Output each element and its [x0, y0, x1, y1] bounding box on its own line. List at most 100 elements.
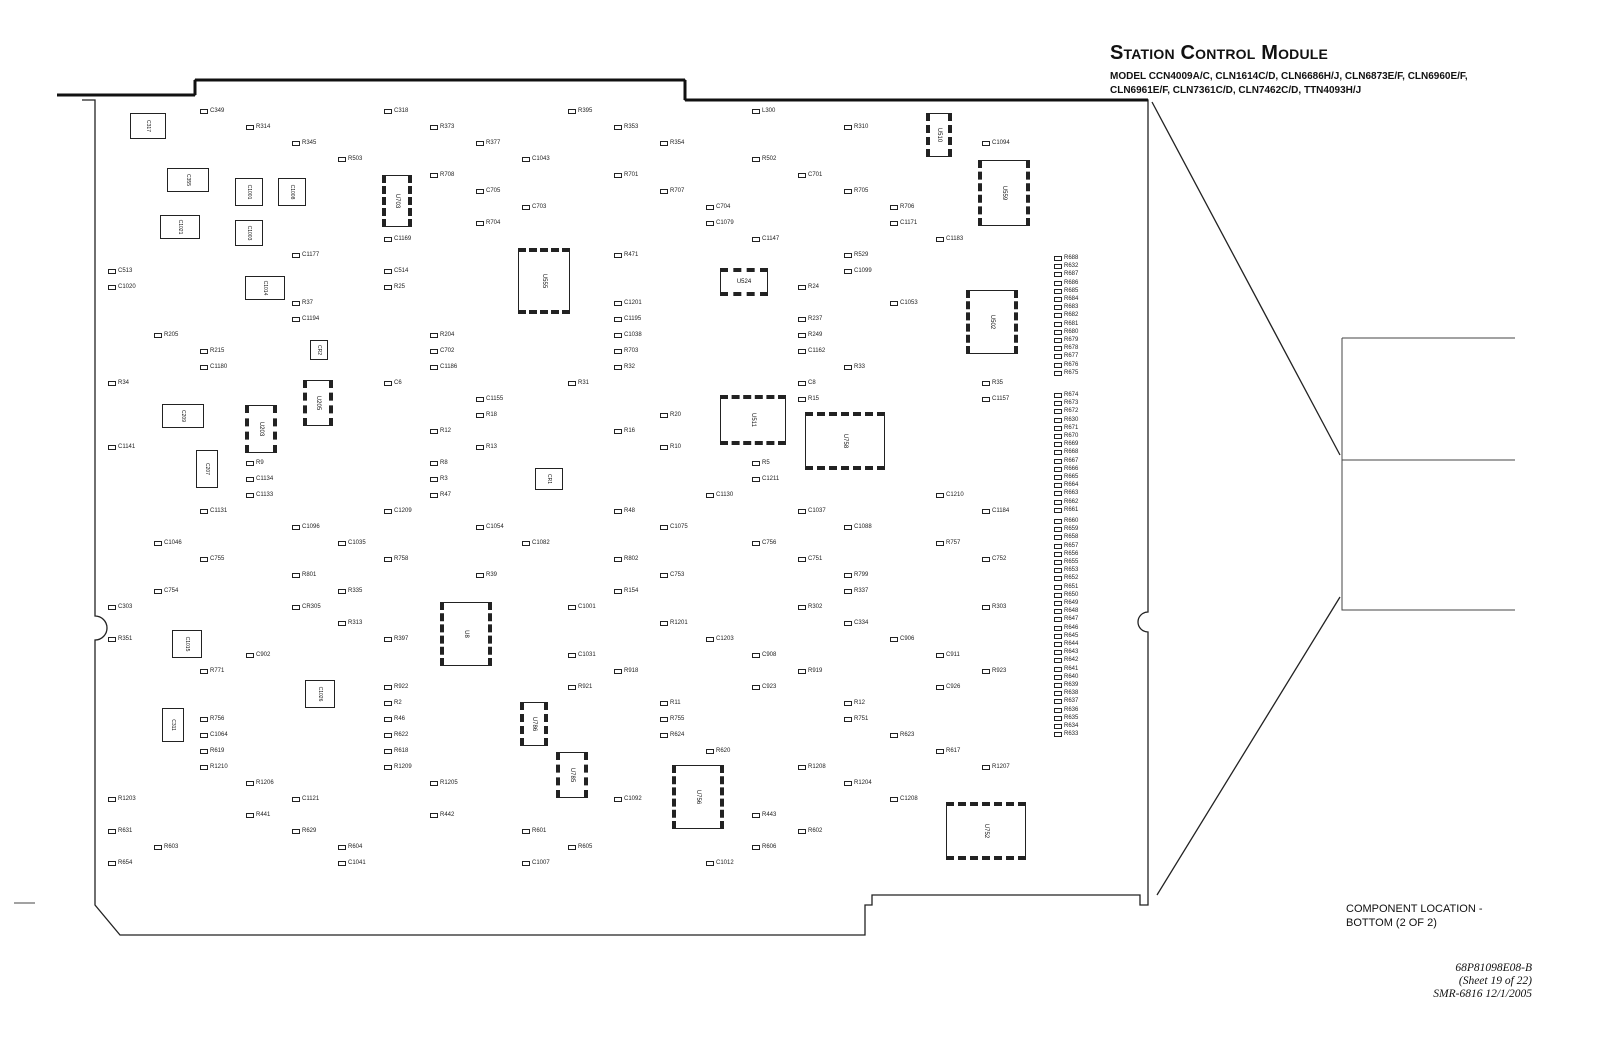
- component-pad: [844, 525, 852, 530]
- component-pad: [798, 397, 806, 402]
- component-pad: [844, 365, 852, 370]
- resistor-pad: [1054, 338, 1062, 343]
- component-label: R34: [118, 380, 130, 386]
- resistor-pad: [1054, 732, 1062, 738]
- resistor-label: R666: [1064, 465, 1079, 472]
- component-pad: [292, 141, 300, 146]
- component-pad: [200, 109, 208, 114]
- ic-u511: U511: [720, 395, 786, 445]
- resistor-label: R678: [1064, 345, 1079, 352]
- resistor-label: R651: [1064, 583, 1079, 590]
- component-label: R1207: [992, 764, 1010, 770]
- resistor-pad: [1054, 417, 1062, 423]
- component-pad: [660, 189, 668, 194]
- resistor-pad: [1054, 601, 1062, 606]
- resistor-pad: [1054, 401, 1062, 407]
- component-label: R619: [210, 748, 225, 754]
- component-pad: [200, 669, 208, 674]
- resistor-pad: [1054, 483, 1062, 489]
- component-pad: [384, 717, 392, 722]
- component-label: C1082: [532, 540, 550, 546]
- component-pad: [338, 861, 346, 866]
- component-pad: [246, 653, 254, 658]
- resistor-pad: [1054, 280, 1062, 286]
- component-pad: [430, 781, 438, 786]
- component-label: R1210: [210, 764, 228, 770]
- resistor-label: R672: [1064, 408, 1079, 415]
- component-pad: [844, 573, 852, 578]
- component-pad: [430, 477, 438, 482]
- component-pad: [200, 749, 208, 754]
- component-pad: [430, 813, 438, 818]
- resistor-label: R658: [1064, 534, 1079, 541]
- resistor-pad: [1054, 543, 1062, 549]
- component-pad: [154, 333, 162, 338]
- component-pad: [752, 845, 760, 850]
- component-pad: [384, 701, 392, 706]
- resistor-label: R653: [1064, 567, 1079, 574]
- cap-c1008: C1008: [278, 178, 306, 206]
- component-label: R377: [486, 140, 501, 146]
- resistor-label: R662: [1064, 498, 1079, 505]
- component-label: C753: [670, 572, 685, 578]
- component-label: R921: [578, 684, 593, 690]
- component-pad: [752, 653, 760, 658]
- resistor-label: R664: [1064, 482, 1079, 489]
- resistor-label: R647: [1064, 616, 1079, 623]
- component-pad: [200, 509, 208, 514]
- component-pad: [384, 685, 392, 690]
- component-label: C1064: [210, 732, 228, 738]
- component-pad: [384, 733, 392, 738]
- component-label: C1096: [302, 524, 320, 530]
- component-label: C1209: [394, 508, 412, 514]
- cap-c1003: C1003: [235, 220, 263, 246]
- component-label: R39: [486, 572, 498, 578]
- component-label: R33: [854, 364, 866, 370]
- component-pad: [568, 109, 576, 114]
- component-pad: [706, 221, 714, 226]
- resistor-pad: [1054, 617, 1062, 623]
- component-pad: [798, 765, 806, 770]
- component-label: C906: [900, 636, 915, 642]
- cap-c1015: C1015: [172, 630, 202, 658]
- component-pad: [660, 717, 668, 722]
- resistor-label: R659: [1064, 526, 1079, 533]
- resistor-label: R648: [1064, 608, 1079, 615]
- view-caption: COMPONENT LOCATION - BOTTOM (2 OF 2): [1346, 902, 1483, 930]
- component-pad: [108, 285, 116, 290]
- component-pad: [338, 621, 346, 626]
- resistor-pad: [1054, 475, 1062, 480]
- component-label: R705: [854, 188, 869, 194]
- component-label: R10: [670, 444, 682, 450]
- resistor-label: R632: [1064, 263, 1079, 270]
- resistor-label: R637: [1064, 698, 1079, 705]
- resistor-pad: [1054, 305, 1062, 311]
- component-pad: [430, 125, 438, 130]
- component-label: C334: [854, 620, 869, 626]
- resistor-pad: [1054, 272, 1062, 278]
- component-pad: [108, 797, 116, 802]
- resistor-label: R671: [1064, 424, 1079, 431]
- component-label: R237: [808, 316, 823, 322]
- component-pad: [844, 189, 852, 194]
- component-label: C1131: [210, 508, 228, 514]
- component-pad: [246, 125, 254, 130]
- component-label: R351: [118, 636, 133, 642]
- component-pad: [660, 413, 668, 418]
- component-label: C1203: [716, 636, 734, 642]
- component-label: R37: [302, 300, 314, 306]
- component-pad: [522, 157, 530, 162]
- component-label: C349: [210, 108, 225, 114]
- component-pad: [660, 621, 668, 626]
- cap-c1014: C1014: [245, 276, 285, 300]
- component-label: C1121: [302, 796, 320, 802]
- component-pad: [108, 269, 116, 274]
- component-pad: [384, 381, 392, 386]
- component-label: R1205: [440, 780, 458, 786]
- component-label: R24: [808, 284, 820, 290]
- component-pad: [752, 685, 760, 690]
- resistor-label: R677: [1064, 353, 1079, 360]
- component-label: C756: [762, 540, 777, 546]
- component-pad: [292, 829, 300, 834]
